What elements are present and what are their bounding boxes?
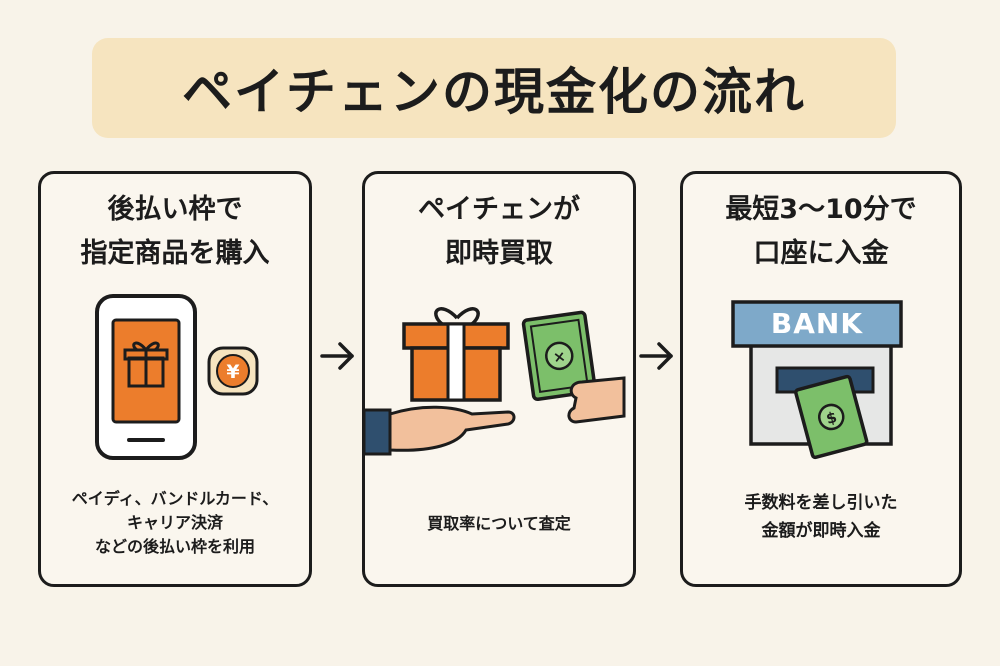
step-title: 最短3～10分で 口座に入金 [683, 188, 959, 276]
step-desc-line: 買取率について査定 [427, 514, 571, 533]
step-card-purchase: 後払い枠で 指定商品を購入 ¥ ペイディ、バンドルカード、 キャリア決済 などの… [38, 171, 312, 587]
page-title: ペイチェンの現金化の流れ [182, 63, 806, 121]
yen-coin-icon: ¥ [207, 346, 259, 396]
step-title-line: 後払い枠で [107, 194, 243, 225]
arrow-right-icon [320, 342, 354, 370]
step-title-line: 最短3～10分で [725, 194, 917, 225]
smartphone-icon: ¥ [95, 294, 259, 460]
step-title-line: 口座に入金 [753, 238, 889, 269]
step-desc-line: などの後払い枠を利用 [94, 537, 255, 556]
gift-box-icon [402, 307, 510, 402]
bank-sign-label: BANK [770, 307, 864, 340]
step-desc-line: 金額が即時入金 [761, 521, 881, 541]
receiving-hand-icon [362, 405, 516, 456]
svg-text:×: × [552, 347, 567, 367]
step-description: ペイディ、バンドルカード、 キャリア決済 などの後払い枠を利用 [41, 487, 309, 559]
step-card-deposit: 最短3～10分で 口座に入金 $ BANK 手数料を差し引いた 金額が即時入金 [680, 171, 962, 587]
svg-text:¥: ¥ [226, 361, 239, 383]
step-card-buyback: ペイチェンが 即時買取 × 買取率について査定 [362, 171, 636, 587]
title-banner: ペイチェンの現金化の流れ [92, 38, 896, 138]
exchange-illustration: × [362, 307, 626, 456]
arrow-right-icon [639, 342, 673, 370]
step-title: 後払い枠で 指定商品を購入 [41, 188, 309, 276]
step-title-line: ペイチェンが [418, 194, 580, 225]
gift-icon [123, 341, 169, 388]
step-title-line: 指定商品を購入 [80, 238, 270, 269]
step-description: 買取率について査定 [365, 512, 633, 536]
step-title-line: 即時買取 [445, 238, 553, 269]
svg-text:$: $ [824, 408, 839, 428]
step-desc-line: 手数料を差し引いた [744, 493, 898, 513]
banknote-icon: $ [794, 374, 869, 460]
step-title: ペイチェンが 即時買取 [365, 188, 633, 276]
cash-in-hand-icon: × [521, 310, 626, 424]
step-desc-line: ペイディ、バンドルカード、 [71, 489, 279, 508]
step-description: 手数料を差し引いた 金額が即時入金 [683, 489, 959, 545]
step-desc-line: キャリア決済 [126, 513, 223, 532]
bank-atm-icon: $ BANK [727, 298, 907, 462]
